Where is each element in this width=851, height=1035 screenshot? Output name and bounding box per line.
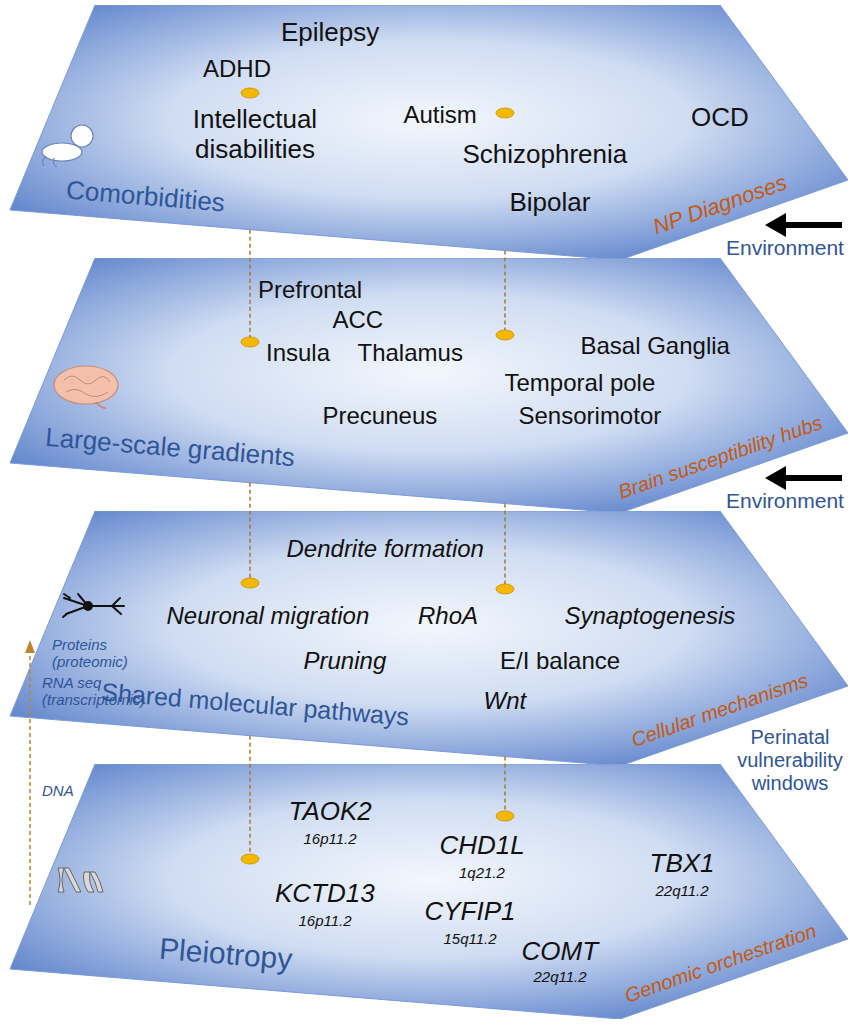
dashed-connector — [249, 736, 251, 854]
dashed-connector — [504, 251, 506, 330]
plane-term: Wnt — [484, 687, 527, 715]
environment-label: Environment — [726, 489, 844, 513]
environment-arrow — [765, 213, 842, 490]
plane-term: Pruning — [304, 647, 387, 675]
baby-icon — [42, 125, 93, 167]
plane-term: CHD1L — [440, 831, 525, 861]
omics-label: RNA seq (transcriptomic) — [42, 674, 162, 709]
plane-term: Sensorimotor — [519, 402, 662, 430]
plane-term: Neuronal migration — [167, 602, 370, 630]
omics-label: Proteins (proteomic) — [52, 636, 152, 671]
plane-term: ADHD — [203, 55, 271, 83]
plane-term: Schizophrenia — [463, 140, 628, 170]
plane-term: RhoA — [418, 602, 478, 630]
layer-plane: ADHD EpilepsyIntellectual disabilities Aut… — [0, 5, 851, 260]
plane-term: ACC — [333, 306, 384, 334]
plane-term: OCD — [691, 103, 749, 133]
hub-dots — [241, 88, 514, 864]
plane-term: CYFIP1 — [425, 897, 516, 927]
plane-term: Basal Ganglia — [581, 332, 730, 360]
neuron-icon — [63, 594, 124, 617]
plane-term: Insula — [266, 339, 330, 367]
plane-term: Intellectual disabilities — [170, 105, 340, 165]
dashed-connector — [504, 757, 506, 811]
plane-term: Precuneus — [323, 402, 438, 430]
layer-plane: TAOK2 16p11.2 CHD1L 1q21.2 TBX1 22q11.2 KCTD13… — [0, 764, 851, 1019]
locus-label: 16p11.2 — [299, 912, 352, 929]
brain-icon — [54, 366, 118, 408]
plane-term: Epilepsy — [281, 18, 379, 48]
plane-term: Dendrite formation — [287, 535, 484, 563]
plane-shape — [0, 5, 851, 260]
plane-term: Prefrontal — [258, 276, 362, 304]
locus-label: 16p11.2 — [304, 830, 357, 847]
omics-label: DNA — [42, 782, 74, 799]
plane-term: KCTD13 — [275, 879, 375, 909]
locus-label: 1q21.2 — [459, 864, 505, 881]
plane-term: TAOK2 — [289, 797, 372, 827]
plane-shape — [0, 764, 851, 1019]
plane-term: Temporal pole — [505, 369, 656, 397]
plane-term: Thalamus — [358, 339, 463, 367]
plane-term: Bipolar — [510, 188, 591, 218]
layer-plane: Dendrite formationNeuronal migration RhoA… — [0, 511, 851, 766]
plane-term: Autism — [404, 101, 477, 129]
plane-shape — [0, 258, 851, 513]
plane-term: E/I balance — [500, 647, 620, 675]
dashed-connector — [249, 483, 251, 578]
plane-term: COMT — [522, 937, 599, 967]
locus-label: 15q11.2 — [444, 930, 497, 947]
plane-term: Synaptogenesis — [565, 602, 736, 630]
omics-arrow — [25, 640, 35, 905]
dashed-connector — [504, 504, 506, 584]
layer-plane: PrefrontalACCInsula Thalamus Basal Ganglia… — [0, 258, 851, 513]
locus-label: 22q11.2 — [656, 882, 709, 899]
environment-label: Environment — [726, 236, 844, 260]
window-label: Perinatal vulnerability windows — [732, 726, 848, 795]
locus-label: 22q11.2 — [534, 968, 587, 985]
chromosome-icon — [58, 868, 103, 892]
dashed-connector — [249, 230, 251, 337]
plane-term: TBX1 — [650, 849, 715, 879]
